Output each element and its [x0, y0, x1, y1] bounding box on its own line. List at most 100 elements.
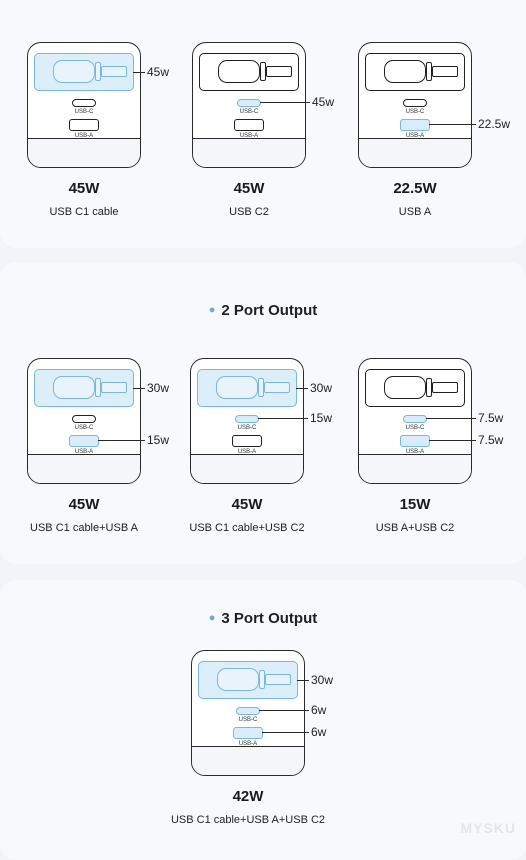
total-power: 45W: [68, 180, 100, 197]
usb-c-port-icon: [403, 99, 427, 107]
leader-line: [133, 72, 145, 73]
usb-c-port-label: USB-C: [405, 109, 425, 115]
usb-c-cable-icon: [365, 369, 465, 407]
wattage-label: 45w: [147, 65, 170, 79]
wattage-label: 22.5w: [478, 117, 511, 131]
cable-collar: [95, 62, 101, 81]
usb-c-cable-icon: [199, 53, 299, 91]
usb-c-port-label: USB-C: [74, 425, 94, 431]
leader-line: [262, 732, 309, 733]
usb-a-port-label: USB-A: [405, 133, 425, 139]
leader-line: [133, 388, 145, 389]
usb-c-port-label: USB-C: [237, 425, 257, 431]
charger-diagram: USB-C USB-A: [192, 42, 306, 168]
usb-a-port-label: USB-A: [237, 449, 257, 455]
port-combination: USB A+USB C2: [375, 522, 455, 534]
wattage-label: 30w: [310, 381, 333, 395]
usb-c-cable-icon: [34, 53, 134, 91]
leader-line: [426, 418, 476, 419]
usb-a-port-icon: [400, 119, 430, 131]
cable-collar: [260, 62, 266, 81]
wattage-label: 7.5w: [478, 411, 504, 425]
cable-plug: [53, 60, 95, 83]
usb-c-cable-icon: [365, 53, 465, 91]
cable-plug: [217, 668, 259, 691]
usb-c-port-icon: [235, 415, 259, 423]
leader-line: [258, 418, 308, 419]
usb-c-port-label: USB-C: [239, 109, 259, 115]
cable-wire: [432, 66, 458, 77]
cable-plug: [53, 376, 95, 399]
cable-collar: [95, 378, 101, 397]
cable-wire: [265, 674, 291, 685]
bullet-icon: ●: [208, 612, 216, 624]
usb-c-port-icon: [72, 99, 96, 107]
charger-base: [193, 138, 305, 167]
port-combination: USB C2: [229, 206, 269, 218]
cable-wire: [266, 66, 292, 77]
charger-base: [359, 454, 471, 483]
leader-line: [259, 710, 309, 711]
usb-a-port-icon: [234, 119, 264, 131]
total-power: 42W: [232, 788, 264, 805]
usb-c-port-label: USB-C: [238, 717, 258, 723]
charger-base: [28, 138, 140, 167]
usb-c-port-label: USB-C: [74, 109, 94, 115]
wattage-label: 6w: [311, 703, 327, 717]
leader-line: [296, 388, 308, 389]
port-combination: USB A: [398, 206, 432, 218]
wattage-label: 45w: [312, 95, 335, 109]
total-power: 15W: [399, 496, 431, 513]
cable-plug: [218, 60, 260, 83]
total-power: 45W: [68, 496, 100, 513]
charger-diagram: USB-C USB-A: [27, 42, 141, 168]
usb-a-port-label: USB-A: [239, 133, 259, 139]
section-title-2-port: ●2 Port Output: [208, 302, 318, 319]
cable-wire: [101, 66, 127, 77]
usb-a-port-icon: [232, 435, 262, 447]
charger-base: [191, 454, 303, 483]
usb-a-port-label: USB-A: [238, 741, 258, 747]
leader-line: [260, 102, 310, 103]
cable-collar: [426, 62, 432, 81]
usb-a-port-icon: [69, 119, 99, 131]
cable-plug: [384, 60, 426, 83]
usb-a-port-icon: [233, 727, 263, 739]
port-combination: USB C1 cable+USB A+USB C2: [170, 814, 326, 826]
port-combination: USB C1 cable: [49, 206, 119, 218]
wattage-label: 30w: [311, 673, 334, 687]
usb-c-cable-icon: [198, 661, 298, 699]
usb-c-port-icon: [236, 707, 260, 715]
total-power: 45W: [233, 180, 265, 197]
wattage-label: 15w: [147, 433, 170, 447]
wattage-label: 6w: [311, 725, 327, 739]
usb-c-cable-icon: [197, 369, 297, 407]
section-title-3-port: ●3 Port Output: [208, 610, 318, 627]
port-combination: USB C1 cable+USB A: [30, 522, 138, 534]
charger-diagram: USB-C USB-A: [190, 358, 304, 484]
port-combination: USB C1 cable+USB C2: [189, 522, 305, 534]
cable-plug: [216, 376, 258, 399]
usb-a-port-label: USB-A: [74, 133, 94, 139]
leader-line: [429, 124, 476, 125]
charger-diagram: USB-C USB-A: [191, 650, 305, 776]
wattage-label: 7.5w: [478, 433, 504, 447]
cable-collar: [259, 670, 265, 689]
total-power: 22.5W: [393, 180, 437, 197]
usb-c-port-icon: [72, 415, 96, 423]
usb-a-port-icon: [69, 435, 99, 447]
usb-a-port-icon: [400, 435, 430, 447]
watermark: MYSKU: [460, 820, 516, 836]
usb-c-cable-icon: [34, 369, 134, 407]
charger-base: [28, 454, 140, 483]
cable-wire: [432, 382, 458, 393]
bullet-icon: ●: [208, 304, 216, 316]
charger-base: [359, 138, 471, 167]
total-power: 45W: [231, 496, 263, 513]
usb-c-port-icon: [237, 99, 261, 107]
wattage-label: 15w: [310, 411, 333, 425]
usb-c-port-label: USB-C: [405, 425, 425, 431]
cable-wire: [264, 382, 290, 393]
leader-line: [297, 680, 309, 681]
